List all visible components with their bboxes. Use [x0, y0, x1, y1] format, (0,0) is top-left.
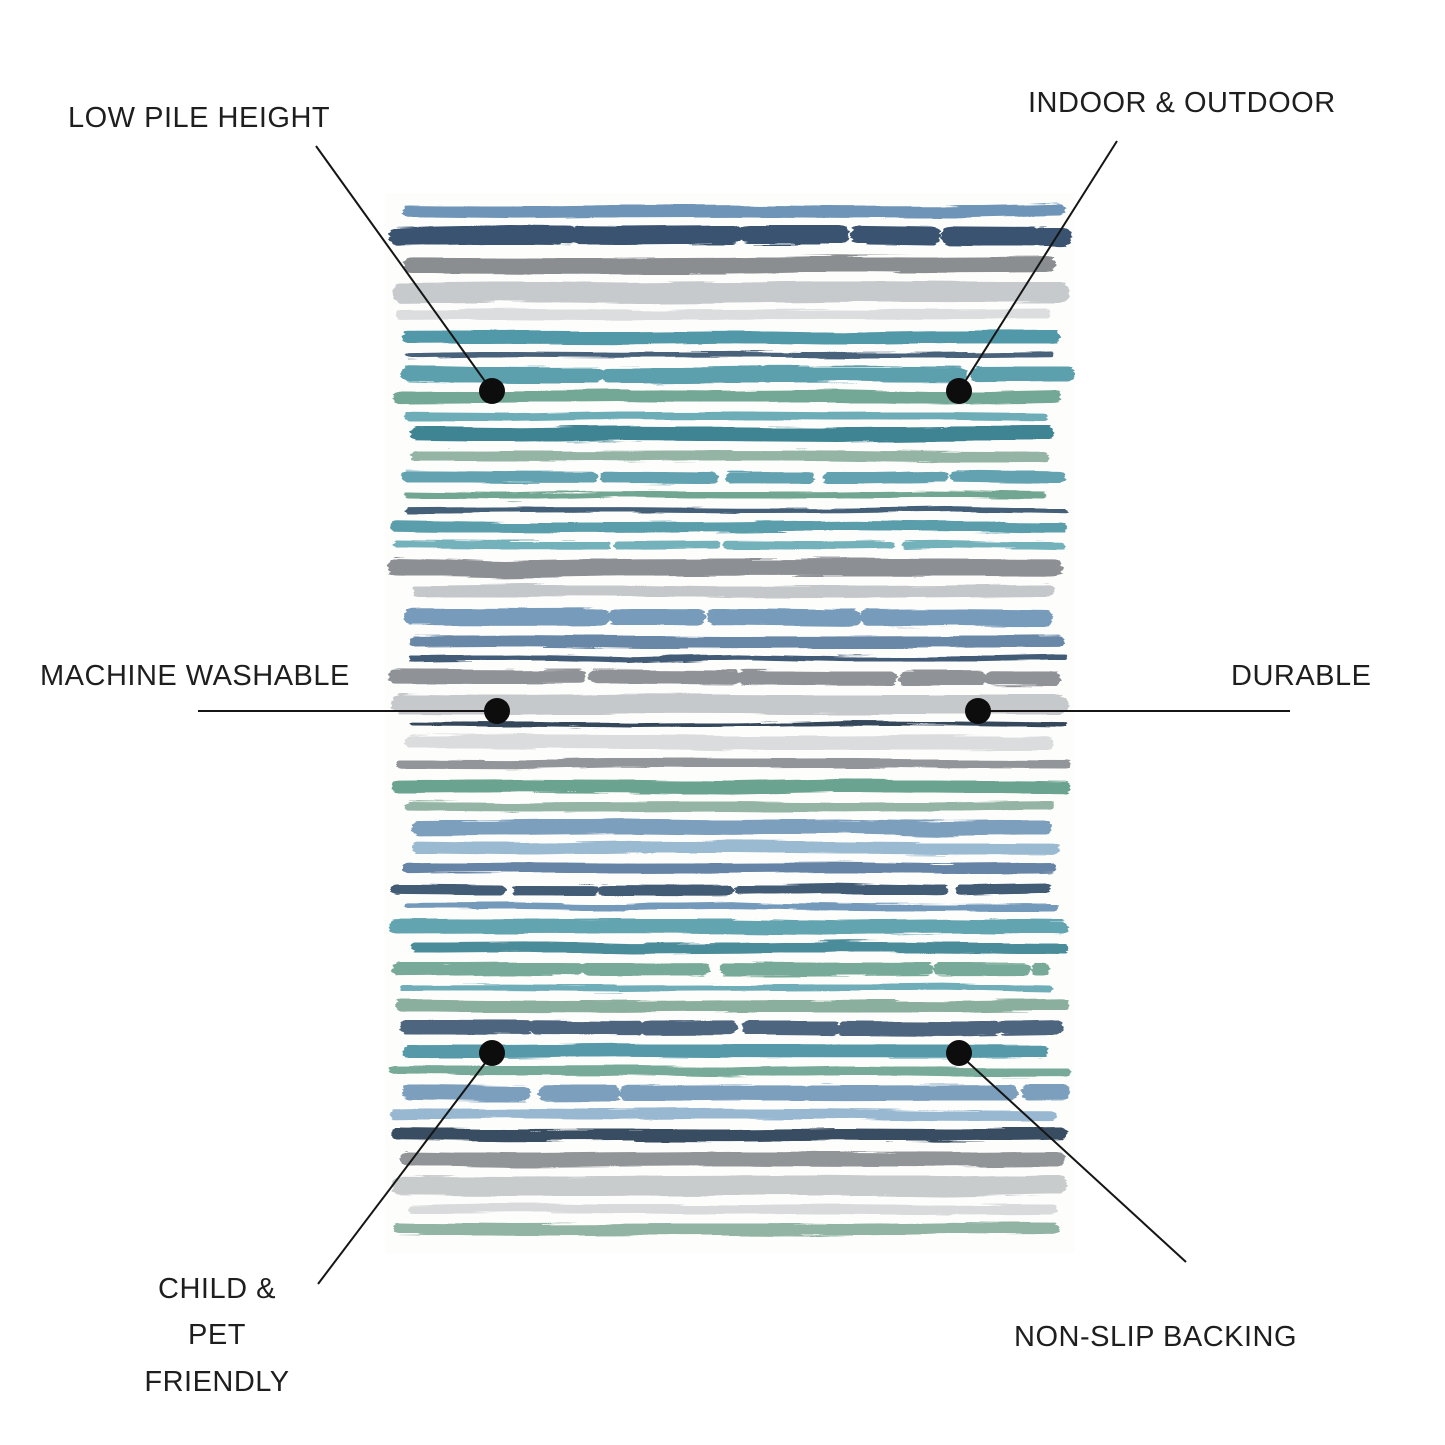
rug-stripes-svg — [387, 203, 1075, 1236]
callout-label-machine-washable: MACHINE WASHABLE — [40, 660, 350, 692]
callout-label-low-pile-height: LOW PILE HEIGHT — [68, 102, 331, 134]
callout-label-indoor-outdoor: INDOOR & OUTDOOR — [1028, 87, 1336, 119]
callout-label-durable: DURABLE — [1231, 660, 1372, 692]
rug-image — [385, 193, 1075, 1253]
callout-label-non-slip-backing: NON-SLIP BACKING — [1014, 1321, 1298, 1353]
rug-stripe-group — [387, 203, 1075, 1236]
callout-label-child-pet-friendly: CHILD & PET FRIENDLY — [144, 1273, 290, 1398]
